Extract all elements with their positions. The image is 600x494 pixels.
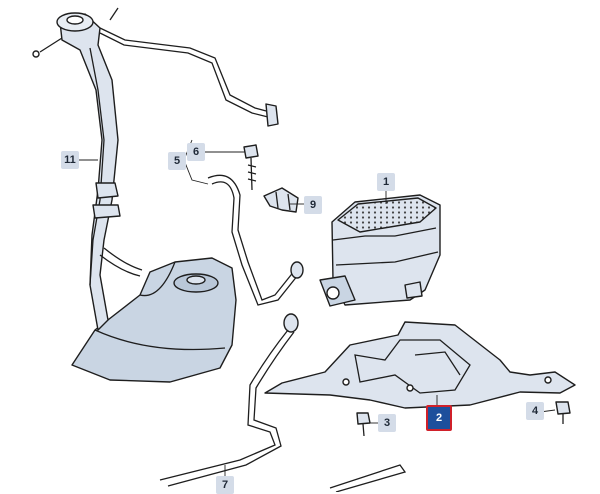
- charcoal-canister: [319, 194, 441, 307]
- callout-9[interactable]: 9: [304, 196, 322, 214]
- callout-11[interactable]: 11: [61, 151, 79, 169]
- vent-hose: [207, 174, 304, 306]
- callout-5[interactable]: 5: [168, 152, 186, 170]
- screw-4: [555, 401, 571, 424]
- callout-3[interactable]: 3: [378, 414, 396, 432]
- filler-neck: [32, 12, 143, 331]
- fuel-tank: [71, 257, 237, 383]
- clip-9: [263, 187, 299, 213]
- screw-6: [243, 144, 259, 191]
- purge-hose: [159, 313, 407, 492]
- callout-2[interactable]: 2: [426, 405, 452, 431]
- callout-7[interactable]: 7: [216, 476, 234, 494]
- breather-line: [99, 7, 279, 127]
- callout-1[interactable]: 1: [377, 173, 395, 191]
- callout-6[interactable]: 6: [187, 143, 205, 161]
- screw-3: [356, 412, 371, 437]
- heat-shield: [264, 321, 576, 409]
- callout-4[interactable]: 4: [526, 402, 544, 420]
